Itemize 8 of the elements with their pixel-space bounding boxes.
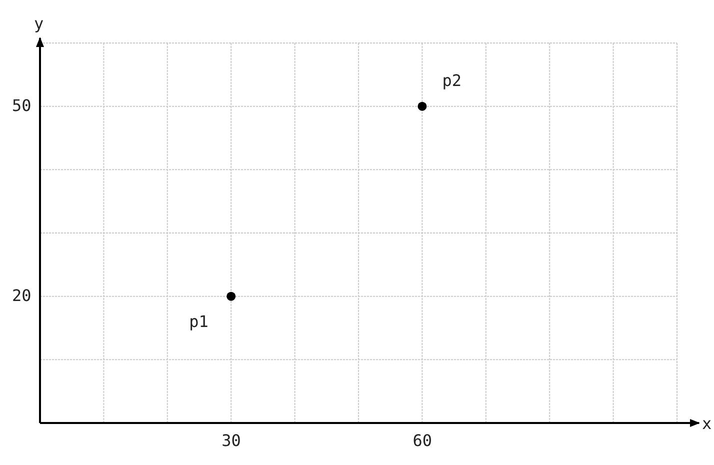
x-tick-label: 30 xyxy=(222,433,241,449)
y-axis-label: y xyxy=(34,16,44,32)
point-label: p2 xyxy=(442,73,462,90)
x-tick-label: 60 xyxy=(412,433,432,449)
point-label: p1 xyxy=(189,314,208,330)
x-axis-label: x xyxy=(702,416,712,432)
y-tick-label: 50 xyxy=(12,98,32,114)
y-tick-label: 20 xyxy=(12,288,32,304)
